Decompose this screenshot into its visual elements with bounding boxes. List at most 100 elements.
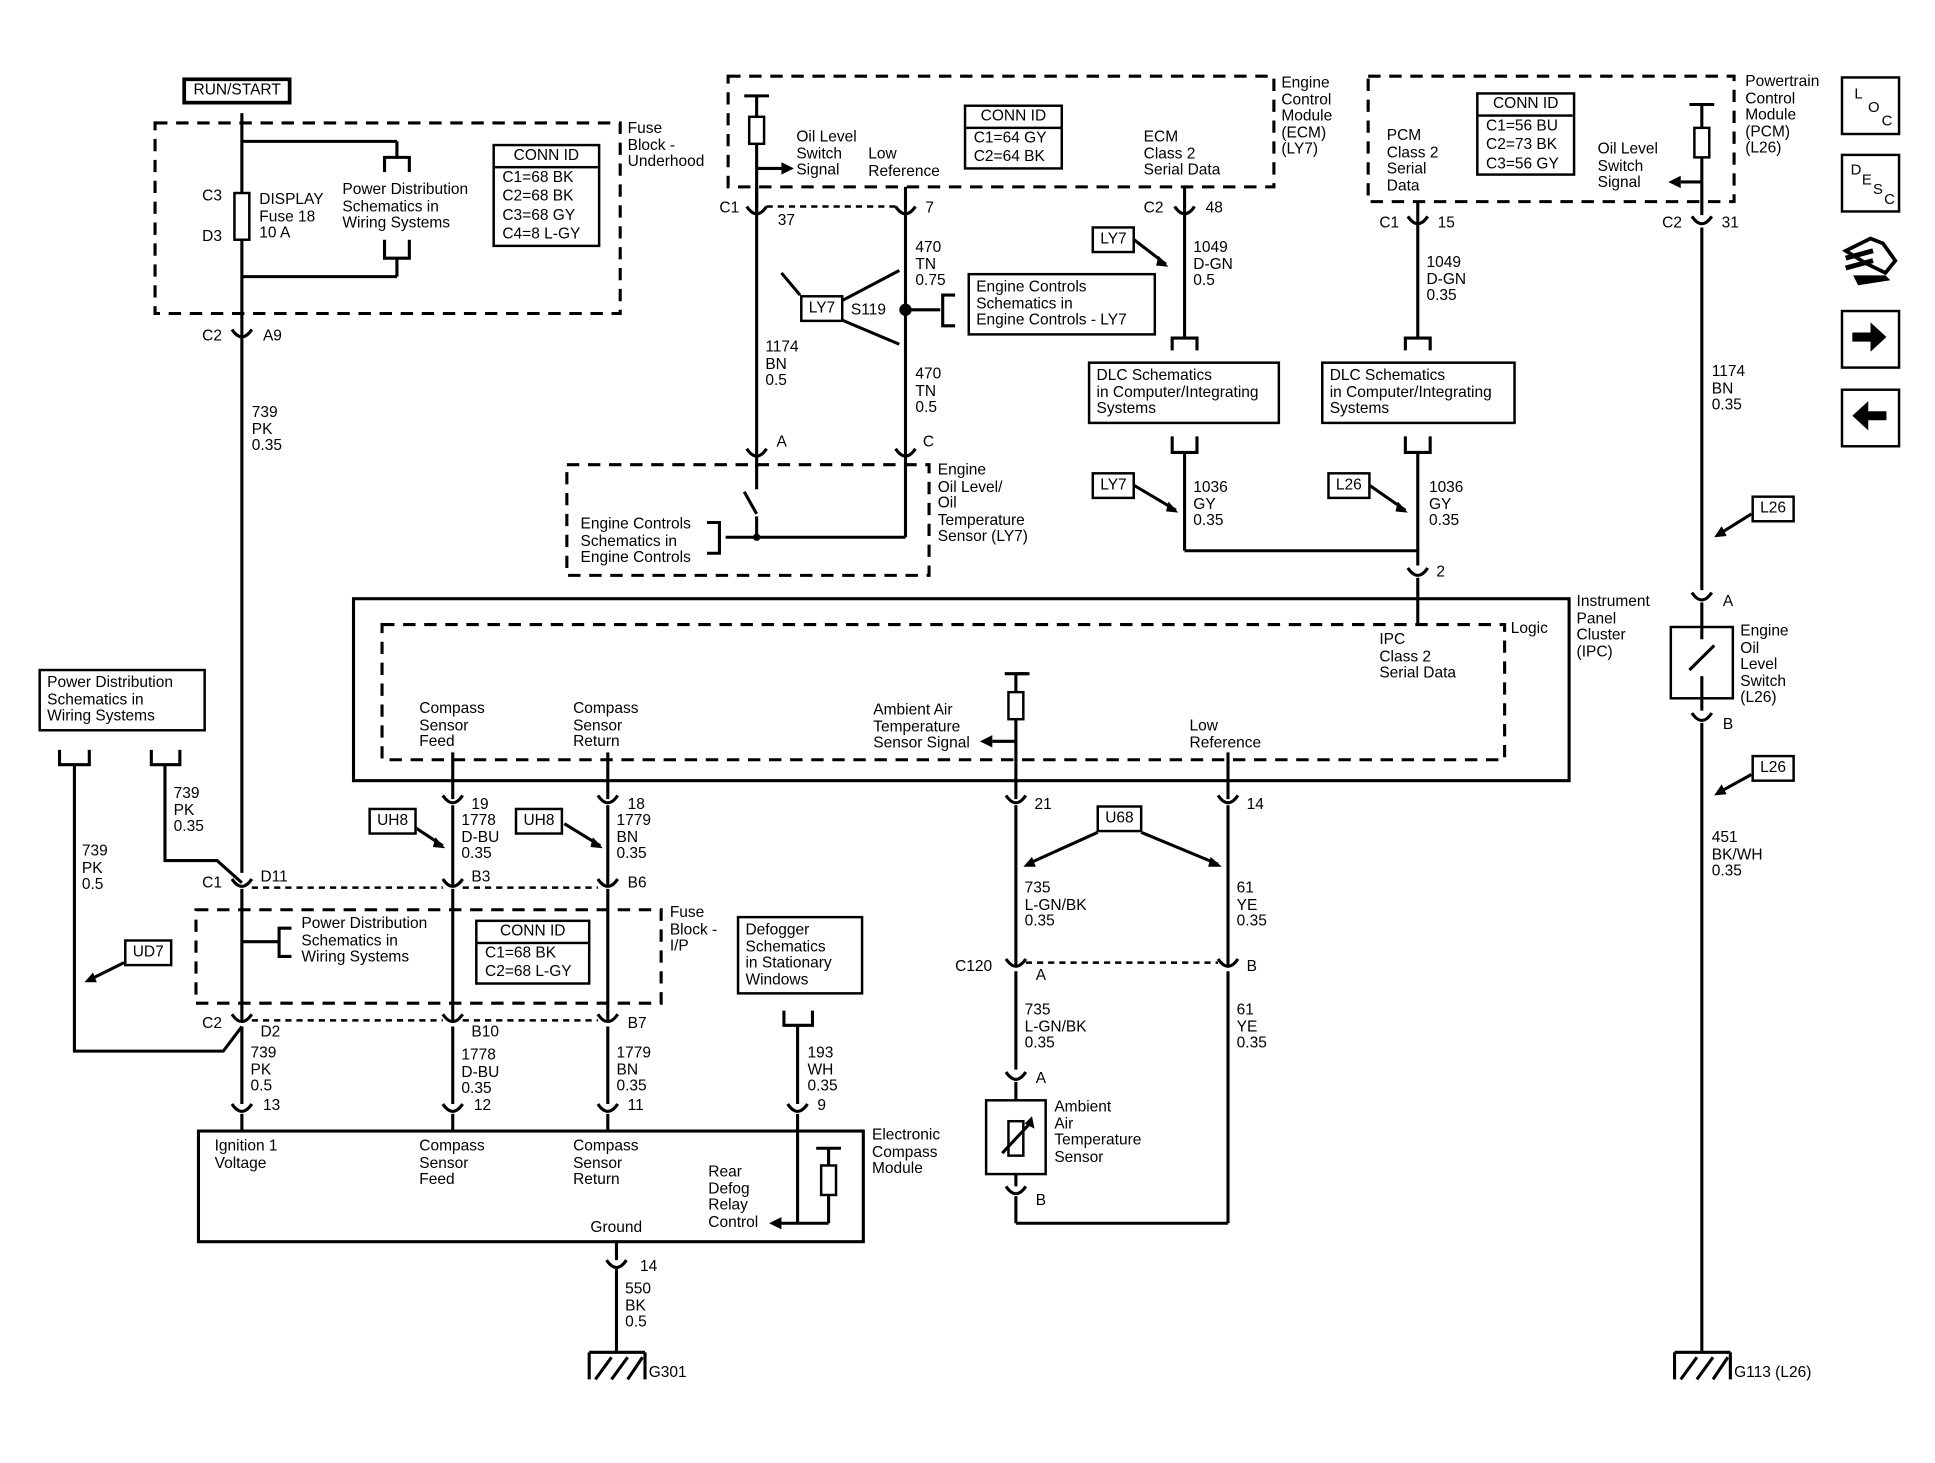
engine-controls-ly7-ref[interactable]: Engine Controls Schematics in Engine Con…: [967, 272, 1157, 336]
ipc-title: Instrument Panel Cluster (IPC): [1576, 592, 1650, 660]
compass-sensor-feed: Compass Sensor Feed: [419, 1137, 485, 1188]
wire-1036-b: 1036 GY 0.35: [1428, 478, 1464, 529]
ipc-compass-feed: Compass Sensor Feed: [419, 699, 485, 750]
loc-letter: C: [1881, 111, 1893, 130]
ecm-pin-37: 37: [777, 211, 795, 229]
uh8-tag: UH8: [368, 807, 417, 835]
ipc-pin-2: 2: [1436, 563, 1446, 581]
compass-ignition-voltage: Ignition 1 Voltage: [214, 1137, 278, 1172]
desc-letter: C: [1884, 190, 1895, 208]
wire-735-a: 735 L-GN/BK 0.35: [1024, 879, 1087, 930]
wire-1174-a: 1174 BN 0.5: [765, 338, 799, 389]
ecm-oil-level-signal: Oil Level Switch Signal: [796, 127, 857, 179]
defogger-schematics-ref[interactable]: Defogger Schematics in Stationary Window…: [736, 915, 864, 995]
ipc-low-reference: Low Reference: [1189, 716, 1262, 751]
oil-switch-l26-title: Engine Oil Level Switch (L26): [1740, 622, 1789, 706]
connector-d3: D3: [202, 227, 223, 245]
ip-pin-b6: B6: [627, 874, 647, 892]
pcm-pin-15: 15: [1437, 213, 1455, 232]
ecm-c1: C1: [719, 199, 740, 217]
pcm-title: Powertrain Control Module (PCM) (L26): [1745, 72, 1820, 157]
conn-id-row: C1=68 BK: [502, 167, 574, 186]
fuse-block-underhood-title: Fuse Block - Underhood: [627, 119, 705, 170]
conn-id-row: C2=64 BK: [973, 147, 1045, 165]
right-arrow-symbol: [1852, 322, 1887, 352]
ground-g301: G301: [648, 1363, 687, 1381]
conn-id-header: CONN ID: [966, 107, 1061, 129]
conn-id-row: C1=68 BK: [484, 943, 557, 961]
pcm-oil-level-signal: Oil Level Switch Signal: [1597, 140, 1658, 191]
wire-451: 451 BK/WH 0.35: [1711, 828, 1763, 880]
ground-pin-14: 14: [640, 1257, 658, 1275]
sensor-pin-c: C: [922, 432, 935, 450]
run-start-label: RUN/START: [182, 77, 292, 104]
wire-193: 193 WH 0.35: [807, 1043, 838, 1095]
ipc-class2-serial-data: IPC Class 2 Serial Data: [1379, 630, 1457, 682]
ipc-logic: Logic: [1510, 619, 1548, 637]
conn-id-row: C3=56 GY: [1485, 154, 1559, 172]
compass-ground: Ground: [590, 1218, 643, 1236]
power-distribution-ref-ip[interactable]: Power Distribution Schematics in Wiring …: [301, 914, 428, 966]
ground-g113: G113 (L26): [1734, 1363, 1812, 1381]
back-arrow-icon[interactable]: [1840, 388, 1901, 448]
ecm-low-reference: Low Reference: [868, 145, 940, 179]
ecm-pin-9: 9: [817, 1096, 827, 1114]
conn-id-row: C1=56 BU: [1485, 116, 1558, 134]
desc-letter: S: [1873, 180, 1883, 198]
pcm-pin-31: 31: [1721, 213, 1739, 232]
wire-739-05: 739 PK 0.5: [81, 842, 108, 893]
wire-550: 550 BK 0.5: [625, 1279, 652, 1331]
wire-61-b: 61 YE 0.35: [1236, 1000, 1267, 1052]
ipc-pin-19: 19: [471, 795, 489, 813]
ipc-compass-return: Compass Sensor Return: [573, 699, 639, 750]
ecm-pin-12: 12: [473, 1096, 492, 1114]
forward-arrow-icon[interactable]: [1840, 309, 1901, 369]
pcm-class2-serial-data: PCM Class 2 Serial Data: [1386, 126, 1439, 194]
connector-c3: C3: [202, 186, 223, 205]
ip-pin-d11: D11: [260, 867, 288, 886]
location-nav-button[interactable]: L O C: [1840, 76, 1901, 136]
oil-sensor-title: Engine Oil Level/ Oil Temperature Sensor…: [937, 461, 1028, 545]
ip-connector-c2: C2: [202, 1014, 223, 1032]
dlc-schematics-ref-1[interactable]: DLC Schematics in Computer/Integrating S…: [1087, 361, 1281, 424]
power-distribution-ref-left[interactable]: Power Distribution Schematics in Wiring …: [38, 668, 206, 731]
display-fuse-label: DISPLAY Fuse 18 10 A: [259, 190, 324, 241]
conn-id-row: C2=68 L-GY: [484, 962, 572, 980]
l26-tag: L26: [1751, 495, 1795, 523]
switch-pin-a: A: [1722, 592, 1734, 610]
wire-1036-a: 1036 GY 0.35: [1193, 478, 1228, 529]
left-arrow-symbol: [1852, 401, 1887, 431]
splice-s119: S119: [850, 301, 886, 319]
ly7-tag: LY7: [1091, 226, 1136, 254]
wrench-connector-icon[interactable]: [1841, 231, 1901, 292]
ecm-pin-13: 13: [262, 1096, 281, 1114]
loc-letter: O: [1868, 98, 1880, 116]
ip-pin-b10: B10: [471, 1022, 499, 1041]
conn-id-table-ecm: CONN ID C1=64 GY C2=64 BK: [963, 104, 1064, 170]
engine-controls-ref[interactable]: Engine Controls Schematics in Engine Con…: [580, 515, 691, 566]
ipc-pin-21: 21: [1034, 795, 1052, 813]
l26-tag: L26: [1327, 472, 1371, 500]
conn-id-header: CONN ID: [477, 922, 588, 944]
wire-739-label: 739 PK 0.35: [251, 403, 282, 454]
wire-470-b: 470 TN 0.5: [915, 365, 942, 416]
description-nav-button[interactable]: D E S C: [1840, 153, 1901, 213]
compass-sensor-return: Compass Sensor Return: [573, 1137, 639, 1188]
conn-id-table-ip: CONN ID C1=68 BK C2=68 L-GY: [475, 919, 591, 985]
power-distribution-ref-1[interactable]: Power Distribution Schematics in Wiring …: [342, 180, 469, 232]
ip-pin-b7: B7: [627, 1014, 647, 1032]
wire-739-035: 739 PK 0.35: [173, 784, 204, 835]
conn-id-table-underhood: CONN ID C1=68 BK C2=68 BK C3=68 GY C4=8 …: [492, 143, 601, 247]
ly7-tag: LY7: [800, 295, 844, 323]
connector-symbol: [1841, 236, 1898, 286]
dlc-schematics-ref-2[interactable]: DLC Schematics in Computer/Integrating S…: [1321, 361, 1516, 424]
wire-1049-b: 1049 D-GN 0.35: [1426, 253, 1467, 304]
ecm-c2: C2: [1143, 199, 1164, 217]
connector-c2: C2: [202, 327, 223, 345]
wire-739-bottom: 739 PK 0.5: [250, 1043, 277, 1095]
desc-letter: E: [1861, 170, 1872, 189]
ambient-pin-a: A: [1035, 1069, 1047, 1087]
wire-1778-a: 1778 D-BU 0.35: [461, 811, 500, 862]
